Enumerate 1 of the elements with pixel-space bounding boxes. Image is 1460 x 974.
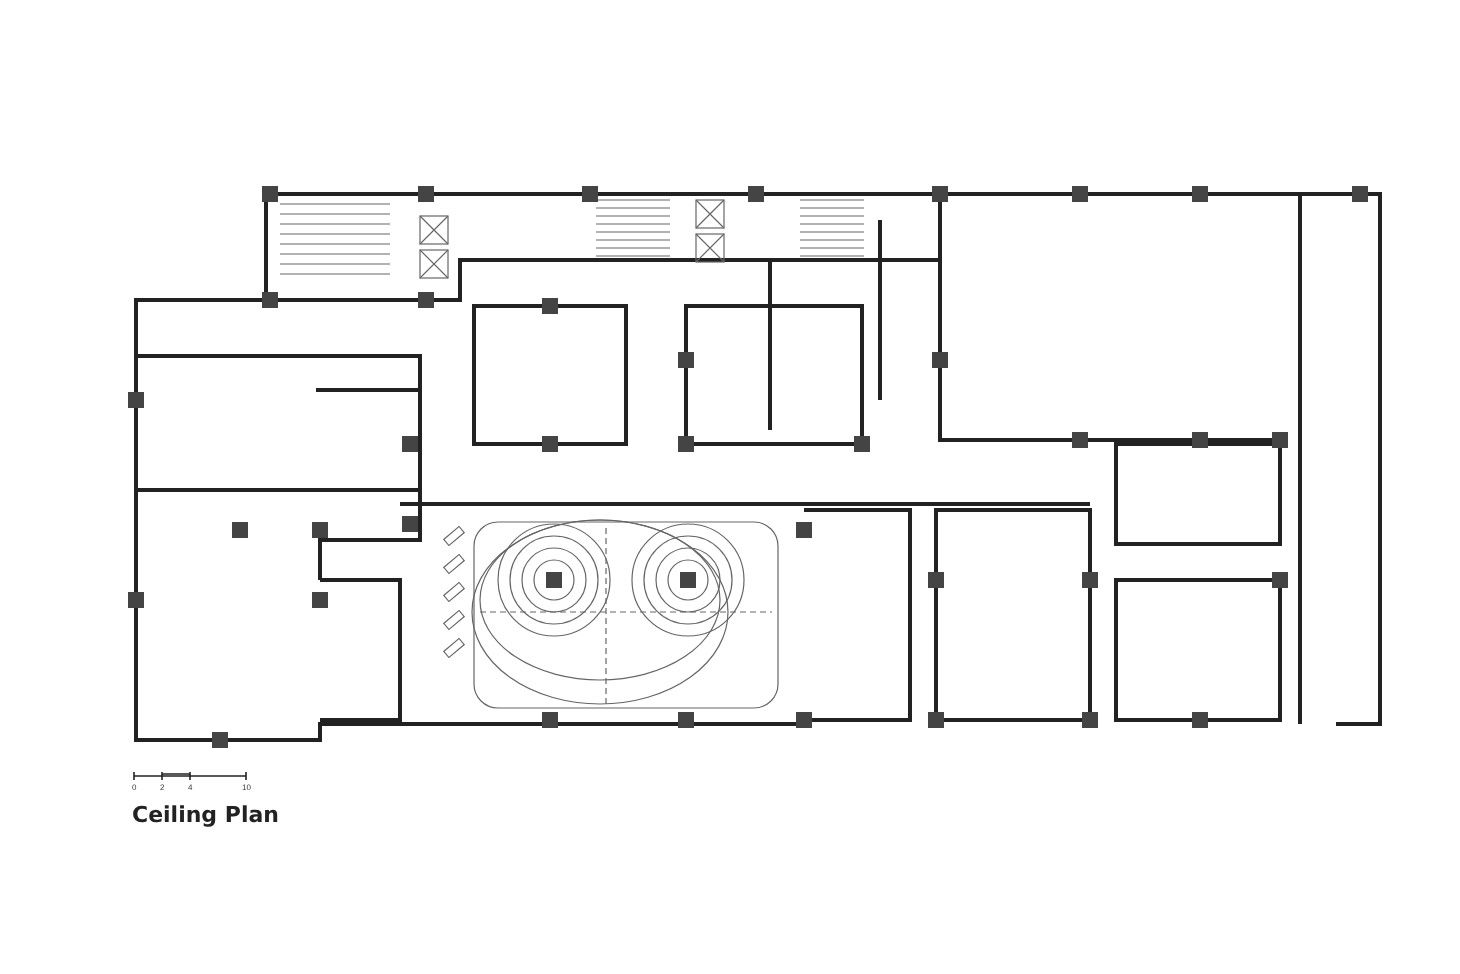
plan-title: Ceiling Plan <box>132 802 279 828</box>
